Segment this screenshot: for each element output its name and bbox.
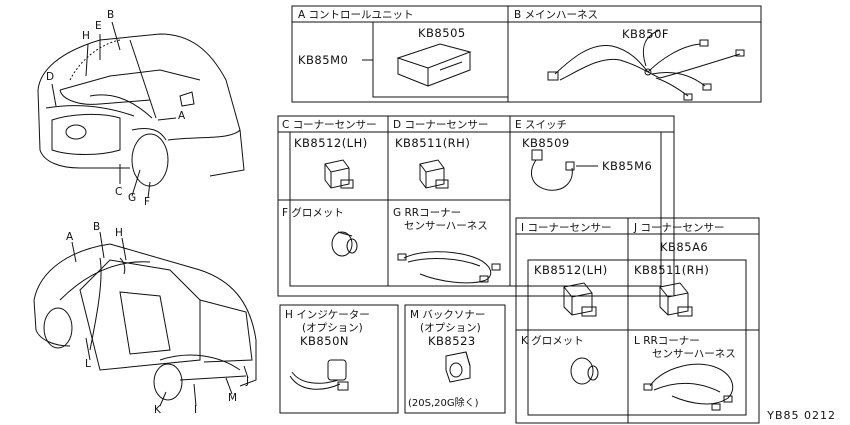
panel-l-name-line2: センサーハーネス	[652, 348, 736, 360]
panel-d-letter: D	[393, 119, 402, 131]
panel-b-title: B メインハーネス	[514, 7, 598, 22]
front-callout-c: C	[115, 186, 123, 198]
vehicle-front-drawing	[37, 33, 245, 187]
grommet-f-drawing	[331, 231, 358, 257]
panel-e-name: スイッチ	[524, 119, 567, 131]
corner-sensor-c-code: KB8512(LH)	[294, 136, 368, 150]
front-callout-a: A	[178, 110, 186, 122]
panel-a-letter: A	[298, 9, 306, 21]
panel-a-name: コントロールユニット	[308, 9, 414, 21]
panel-m-title: M バックソナー	[410, 307, 485, 322]
switch-code: KB8509	[522, 136, 570, 150]
panel-g-name-line1: RRコーナー	[404, 207, 462, 219]
panel-cdefg-outer-code: KB85M6	[602, 159, 653, 173]
panel-ab-outer-frame	[291, 5, 762, 103]
panel-l-letter: L	[634, 335, 640, 347]
panel-c-title: C コーナーセンサー	[282, 117, 377, 132]
rear-callout-l: L	[85, 358, 91, 370]
panel-l-title: L RRコーナー	[634, 333, 700, 348]
callout-leaders	[51, 21, 249, 407]
corner-sensor-d-drawing	[419, 159, 449, 189]
corner-sensor-c-drawing	[324, 159, 354, 189]
panel-h-title: H インジケーター	[285, 307, 370, 322]
panel-k-title: K グロメット	[521, 333, 584, 348]
panel-j-title: J コーナーセンサー	[634, 220, 724, 235]
rr-corner-harness-g-drawing	[397, 251, 501, 284]
panel-g-letter: G	[393, 207, 402, 219]
rear-callout-b: B	[93, 221, 101, 233]
panel-ijkl-outer-frame	[515, 217, 760, 424]
panel-c-letter: C	[282, 119, 290, 131]
indicator-drawing	[289, 359, 349, 391]
panel-ijkl-inner-frame	[527, 259, 747, 416]
vehicle-rear-drawing	[33, 243, 257, 401]
panel-f-title: F グロメット	[282, 205, 344, 220]
panel-b-name: メインハーネス	[524, 9, 599, 21]
panel-j-name: コーナーセンサー	[640, 222, 725, 234]
grommet-k-drawing	[570, 357, 599, 385]
panel-e-title: E スイッチ	[515, 117, 567, 132]
front-callout-e: E	[95, 20, 102, 32]
rear-callout-j: J	[246, 375, 250, 387]
diagram-reference-code: YB85 0212	[767, 409, 836, 422]
control-unit-drawing	[396, 43, 472, 87]
panel-m-name-line2: (オプション)	[420, 322, 481, 334]
rear-callout-h: H	[115, 227, 123, 239]
front-callout-h: H	[82, 30, 90, 42]
panel-h-name-line1: インジケーター	[296, 309, 370, 321]
rear-callout-k: K	[154, 404, 161, 416]
panel-i-letter: I	[521, 222, 525, 234]
panel-f-letter: F	[282, 207, 289, 219]
panel-g-name-line2: センサーハーネス	[404, 220, 488, 232]
panel-d-name: コーナーセンサー	[404, 119, 489, 131]
rear-callout-i: I	[194, 404, 198, 416]
corner-sensor-j-drawing	[659, 282, 693, 317]
panel-m-name-line1: バックソナー	[422, 309, 486, 321]
front-callout-d: D	[46, 71, 55, 83]
panel-f-name: グロメット	[291, 207, 344, 219]
corner-sensor-i-drawing	[563, 282, 597, 317]
panel-l-name-line1: RRコーナー	[643, 335, 700, 347]
panel-ij-outer-code: KB85A6	[660, 240, 709, 254]
back-sonar-note: (20S,20G除く)	[408, 398, 479, 409]
panel-k-name: グロメット	[531, 335, 584, 347]
rear-callout-m: M	[228, 392, 238, 404]
panel-i-title: I コーナーセンサー	[521, 220, 611, 235]
panel-e-letter: E	[515, 119, 522, 131]
panel-g-title: G RRコーナー	[393, 205, 461, 220]
panel-a-title: A コントロールユニット	[298, 7, 414, 22]
rear-callout-a: A	[66, 231, 74, 243]
panel-j-letter: J	[634, 222, 638, 234]
panel-c-name: コーナーセンサー	[292, 119, 377, 131]
corner-sensor-d-code: KB8511(RH)	[395, 136, 471, 150]
panel-d-title: D コーナーセンサー	[393, 117, 488, 132]
main-harness-drawing	[547, 29, 745, 101]
rr-corner-harness-l-drawing	[643, 363, 734, 411]
panel-h-frame	[279, 304, 399, 414]
front-callout-b: B	[107, 9, 115, 21]
panel-m-frame	[404, 304, 506, 414]
panel-h-letter: H	[285, 309, 293, 321]
panel-h-name-line2: (オプション)	[302, 322, 363, 334]
back-sonar-code: KB8523	[428, 334, 476, 348]
panel-i-name: コーナーセンサー	[527, 222, 612, 234]
indicator-code: KB850N	[300, 334, 349, 348]
control-unit-outer-code: KB85M0	[298, 53, 349, 67]
back-sonar-drawing	[445, 351, 471, 383]
panel-cdefg-outer-frame	[277, 115, 675, 297]
front-callout-f: F	[144, 196, 151, 208]
front-callout-g: G	[128, 192, 137, 204]
main-harness-code: KB850F	[622, 27, 669, 41]
panel-k-letter: K	[521, 335, 528, 347]
control-unit-inner-code: KB8505	[418, 26, 466, 40]
panel-b-letter: B	[514, 9, 522, 21]
switch-drawing	[531, 149, 598, 191]
corner-sensor-j-code: KB8511(RH)	[634, 263, 710, 277]
panel-m-letter: M	[410, 309, 420, 321]
corner-sensor-i-code: KB8512(LH)	[534, 263, 608, 277]
